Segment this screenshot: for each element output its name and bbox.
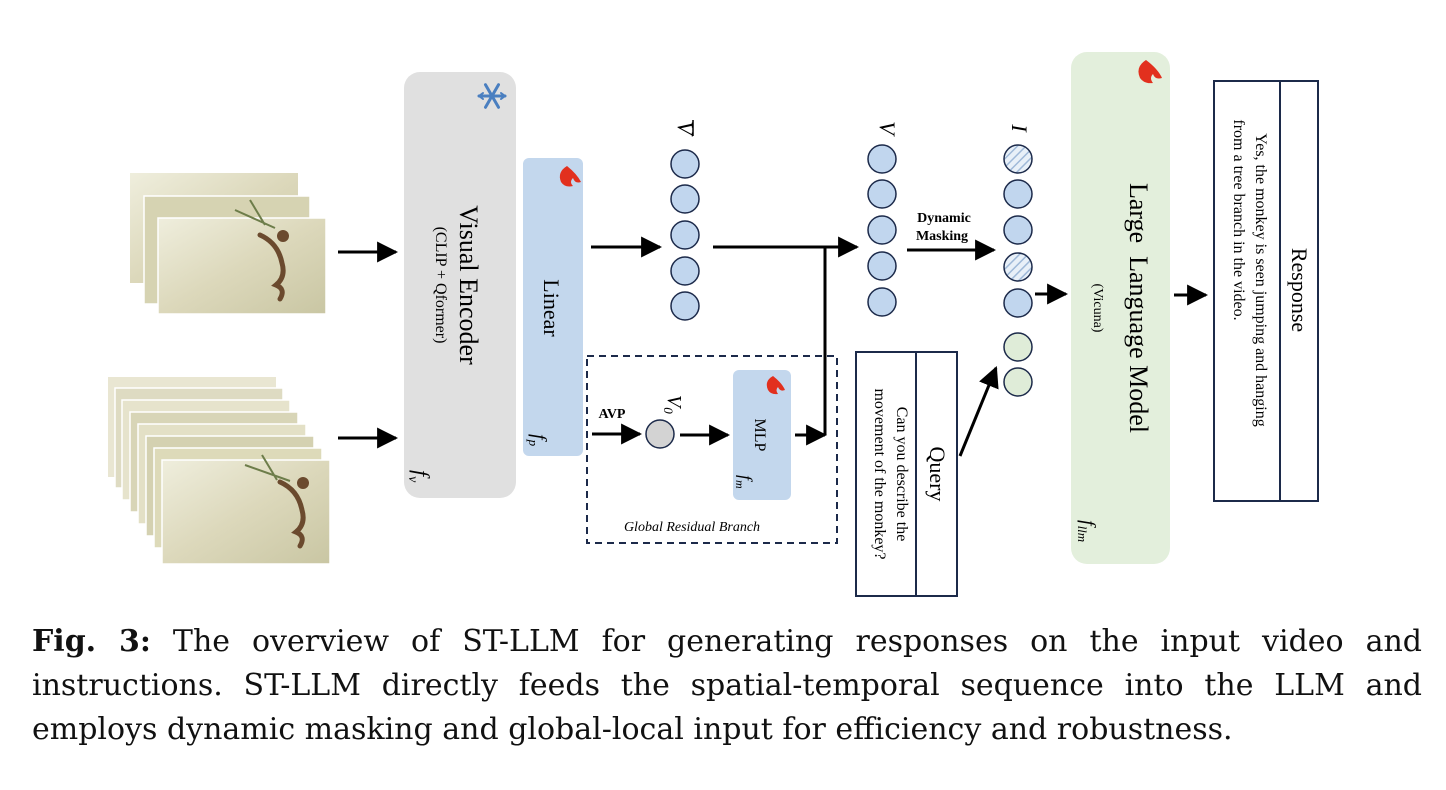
v0-token xyxy=(645,419,675,449)
token xyxy=(867,144,897,174)
figure-caption: Fig. 3: The overview of ST-LLM for gener… xyxy=(32,620,1422,752)
response-text-line2: from a tree branch in the video. xyxy=(1230,119,1247,320)
visual-encoder-title: Visual Encoder xyxy=(454,205,483,365)
token xyxy=(670,220,700,250)
masked-token xyxy=(1003,252,1033,282)
token xyxy=(867,287,897,317)
mlp-block: MLP fm xyxy=(733,370,791,500)
visual-encoder-symbol: fv xyxy=(405,470,434,483)
token xyxy=(670,184,700,214)
response-text-line1: Yes, the monkey is seen jumping and hang… xyxy=(1252,133,1269,426)
linear-symbol: fp xyxy=(526,434,550,447)
v-label: V xyxy=(875,121,900,137)
i-token-column xyxy=(1003,144,1033,397)
input-video-frames-bottom xyxy=(108,377,331,565)
trainable-flame-icon xyxy=(766,376,785,395)
token xyxy=(670,291,700,321)
token xyxy=(1003,215,1033,245)
llm-title: Large Language Model xyxy=(1124,183,1153,433)
i-label: I xyxy=(1007,123,1032,133)
v-bar-token-column xyxy=(670,149,700,321)
caption-label: Fig. 3: xyxy=(32,624,151,659)
query-text-line1: Can you describe the xyxy=(893,407,910,542)
llm-subtitle: (Vicuna) xyxy=(1090,284,1105,333)
query-token xyxy=(1003,367,1033,397)
query-box: Query Can you describe the movement of t… xyxy=(855,351,958,597)
token xyxy=(670,149,700,179)
token xyxy=(867,251,897,281)
masked-token xyxy=(1003,144,1033,174)
visual-encoder-subtitle: (CLIP + Qformer) xyxy=(432,227,449,344)
query-text-line2: movement of the monkey? xyxy=(871,388,888,559)
trainable-flame-icon xyxy=(1138,60,1162,84)
mlp-title: MLP xyxy=(751,419,768,452)
v-token-column xyxy=(867,144,897,317)
arrow-query-to-tokens xyxy=(958,366,999,457)
mlp-symbol: fm xyxy=(733,475,756,489)
linear-title: Linear xyxy=(539,279,564,337)
response-title: Response xyxy=(1287,248,1312,332)
dynamic-label: Dynamic xyxy=(917,211,971,226)
response-box: Response Yes, the monkey is seen jumping… xyxy=(1213,80,1319,502)
snowflake-icon xyxy=(477,83,507,109)
visual-encoder-block: Visual Encoder (CLIP + Qformer) fv xyxy=(404,72,516,498)
trainable-flame-icon xyxy=(559,166,581,187)
token xyxy=(1003,288,1033,318)
token xyxy=(670,256,700,286)
llm-symbol: fllm xyxy=(1075,520,1099,542)
v0-label: V0 xyxy=(661,395,685,414)
avp-label: AVP xyxy=(599,407,626,422)
query-token xyxy=(1003,332,1033,362)
global-residual-branch-label: Global Residual Branch xyxy=(624,520,760,535)
linear-block: Linear fp xyxy=(523,158,583,456)
caption-text: The overview of ST-LLM for generating re… xyxy=(32,624,1422,747)
llm-block: Large Language Model (Vicuna) fllm xyxy=(1071,52,1170,564)
global-residual-branch-box xyxy=(586,355,838,544)
query-title: Query xyxy=(925,447,950,502)
token xyxy=(867,215,897,245)
masking-label: Masking xyxy=(916,229,968,244)
st-llm-diagram: Visual Encoder (CLIP + Qformer) fv Linea… xyxy=(108,52,1319,597)
token xyxy=(1003,179,1033,209)
v-bar-label: V xyxy=(673,121,698,137)
token xyxy=(867,179,897,209)
input-video-frames-top xyxy=(130,173,327,315)
